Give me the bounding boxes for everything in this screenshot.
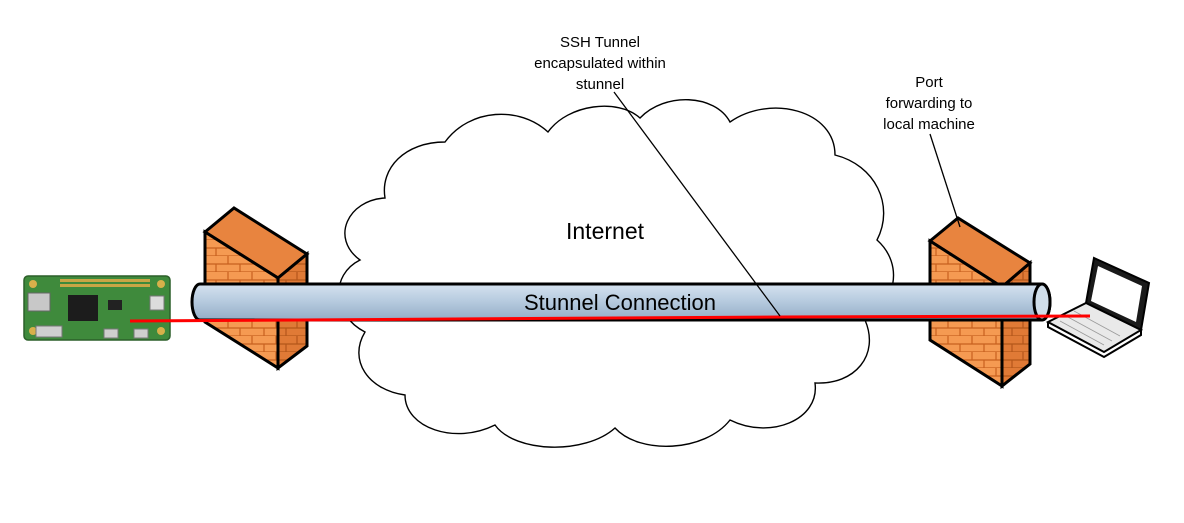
ssh-note-line: stunnel (575, 76, 625, 93)
raspberry-pi-board-icon (23, 275, 171, 341)
port-note-line: forwarding to (885, 95, 973, 112)
stunnel-tube (190, 282, 1052, 322)
port-note-leader (929, 133, 961, 228)
ssh-note-leader (613, 91, 781, 317)
tunnel-label: Stunnel Connection (523, 290, 717, 315)
port-note-line: local machine (883, 116, 975, 133)
ssh-note-line: SSH Tunnel (559, 34, 641, 51)
ssh-tunnel-note: SSH Tunnel encapsulated within stunnel (515, 32, 685, 95)
firewall-icon (927, 216, 1033, 390)
cloud-icon (338, 99, 895, 448)
connection-line (129, 314, 1091, 323)
ssh-note-line: encapsulated within (534, 55, 666, 72)
cloud-label: Internet (566, 218, 644, 244)
port-forwarding-note: Port forwarding to local machine (868, 72, 990, 135)
port-note-line: Port (915, 74, 943, 91)
laptop-icon (1045, 256, 1151, 359)
